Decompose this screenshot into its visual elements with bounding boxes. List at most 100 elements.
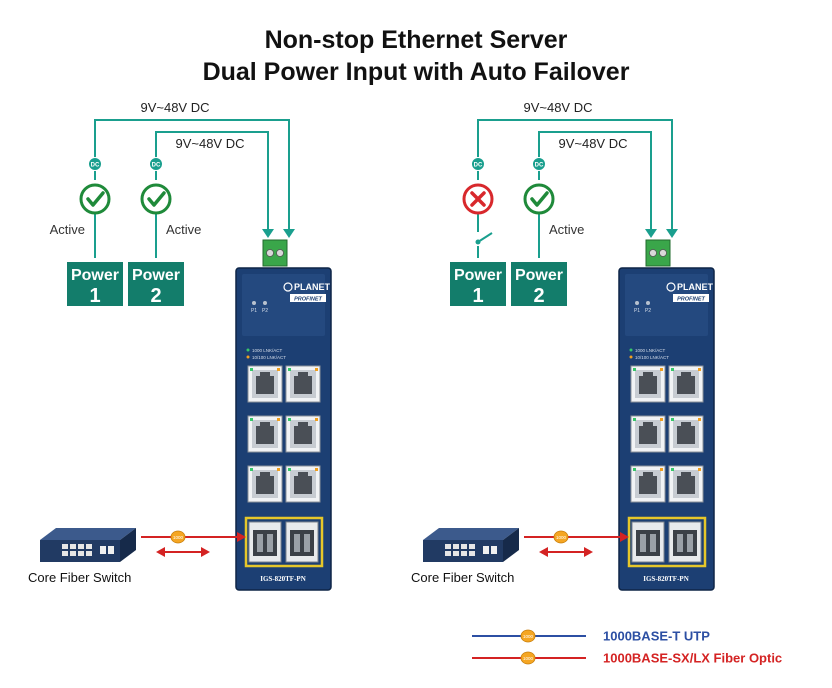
profinet-label: PROFINET (677, 297, 705, 303)
led-p2 (263, 301, 267, 305)
core-switch-label: Core Fiber Switch (411, 570, 514, 585)
check-circle-icon (79, 183, 111, 215)
check-circle-icon (523, 183, 555, 215)
sfp-port (248, 521, 282, 563)
speed-badge: 1000 (520, 651, 536, 665)
arrow-down-icon (666, 229, 678, 238)
arrow-right-icon (237, 532, 246, 542)
arrow-down-icon (283, 229, 295, 238)
led-p1 (252, 301, 256, 305)
svg-text:1000: 1000 (523, 656, 534, 661)
led-p2-label: P2 (262, 308, 268, 314)
dc-line-inner (155, 131, 269, 230)
fiber-link: 1000 (524, 530, 629, 557)
brand-text: PLANET (677, 282, 714, 292)
planet-logo: PLANET (283, 282, 331, 292)
core-fiber-switch: Core Fiber Switch (411, 528, 519, 585)
rj45-port (668, 365, 704, 403)
sfp-port (631, 521, 665, 563)
rj45-port (247, 465, 283, 503)
dc-terminal-block (262, 239, 288, 267)
check-circle-icon (140, 183, 172, 215)
svg-text:DC: DC (474, 162, 483, 168)
rj45-port (630, 415, 666, 453)
svg-text:1000: 1000 (173, 535, 184, 540)
rj45-port (247, 365, 283, 403)
switch-body (618, 267, 715, 591)
rj45-port (285, 465, 321, 503)
dc-line-inner (538, 131, 652, 230)
sfp-port (285, 521, 319, 563)
svg-text:1000: 1000 (523, 634, 534, 639)
voltage-label-outer: 9V~48V DC (140, 100, 209, 115)
rj45-port (630, 465, 666, 503)
rj45-port (285, 415, 321, 453)
arrow-right-icon (584, 547, 593, 557)
diagram-title-line2: Dual Power Input with Auto Failover (202, 58, 630, 86)
dc-line-outer (477, 119, 673, 230)
core-switch-label: Core Fiber Switch (28, 570, 131, 585)
power-number: 2 (533, 285, 544, 307)
power-label: Power (454, 267, 502, 284)
legend-label: 1000BASE-T UTP (603, 629, 710, 644)
brand-text: PLANET (294, 282, 331, 292)
speed-badge: 1000 (553, 530, 569, 544)
led-legend-1000: 1000 LNK/ACT (635, 348, 666, 353)
led-legend-10-100: 10/100 LNK/ACT (252, 355, 286, 360)
power-number: 1 (89, 285, 100, 307)
sfp-port (668, 521, 702, 563)
dc-icon: DC (471, 157, 485, 171)
power-label: Power (515, 267, 563, 284)
arrow-left-icon (539, 547, 548, 557)
x-circle-icon (462, 183, 494, 215)
power-number: 2 (150, 285, 161, 307)
legend-item-utp: 1000 1000BASE-T UTP (472, 629, 710, 644)
fiber-link: 1000 (141, 530, 246, 557)
dc-icon: DC (88, 157, 102, 171)
rj45-port (668, 465, 704, 503)
svg-text:DC: DC (152, 162, 161, 168)
dc-terminal-block (645, 239, 671, 267)
power-label: Power (132, 267, 180, 284)
dc-line-outer (94, 119, 290, 230)
led-p1 (635, 301, 639, 305)
power-wiring (475, 119, 678, 258)
power2-status: Active (166, 222, 201, 237)
arrow-right-icon (620, 532, 629, 542)
led-legend-10-100: 10/100 LNK/ACT (635, 355, 669, 360)
svg-text:1000: 1000 (556, 535, 567, 540)
power1-status: Active (50, 222, 85, 237)
power2-status: Active (549, 222, 584, 237)
svg-text:DC: DC (535, 162, 544, 168)
led-p1-label: P1 (634, 308, 640, 314)
rj45-port (668, 415, 704, 453)
profinet-label: PROFINET (294, 297, 322, 303)
legend-label: 1000BASE-SX/LX Fiber Optic (603, 651, 782, 666)
power-number: 1 (472, 285, 483, 307)
arrow-down-icon (262, 229, 274, 238)
legend-item-fiber: 1000 1000BASE-SX/LX Fiber Optic (472, 651, 782, 666)
rj45-port (630, 365, 666, 403)
arrow-down-icon (645, 229, 657, 238)
model-label: IGS-820TF-PN (643, 575, 689, 583)
core-fiber-switch: Core Fiber Switch (28, 528, 136, 585)
rj45-port (247, 415, 283, 453)
industrial-switch: PLANET PROFINET P1 P2 1000 LNK/ACT 10/100 LNK… (618, 239, 715, 591)
planet-logo: PLANET (666, 282, 714, 292)
power-wiring (94, 119, 295, 258)
voltage-label-outer: 9V~48V DC (523, 100, 592, 115)
model-label: IGS-820TF-PN (260, 575, 306, 583)
arrow-left-icon (156, 547, 165, 557)
led-p2-label: P2 (645, 308, 651, 314)
diagram-title-line1: Non-stop Ethernet Server (264, 26, 568, 54)
legend: 1000 1000BASE-T UTP 1000 1000BASE-SX/LX Fib… (472, 629, 782, 666)
rj45-port (285, 365, 321, 403)
led-p1-label: P1 (251, 308, 257, 314)
power-label: Power (71, 267, 119, 284)
